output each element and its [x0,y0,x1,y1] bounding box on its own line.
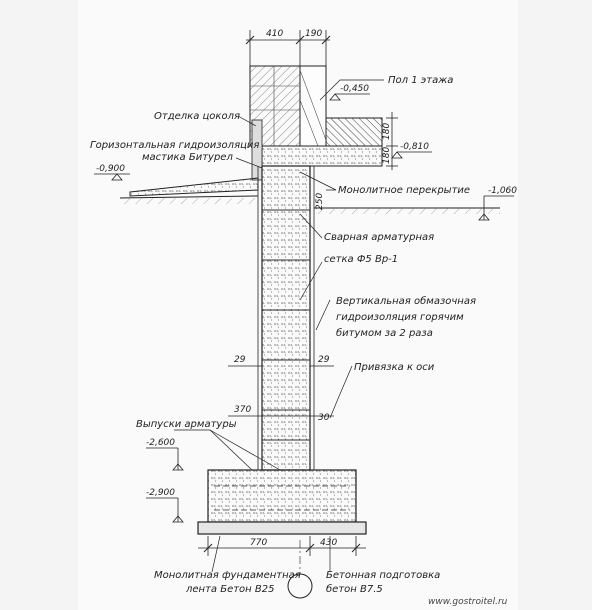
level-2600: -2,600 [146,438,184,471]
bottom-dimension: 770 430 [198,536,366,556]
monolithic-slab [261,145,383,167]
axis-marker [287,573,313,599]
concrete-bedding [197,521,367,535]
dim-30: 30 [318,413,330,423]
label-vertical-waterproofing-1: Вертикальная обмазочная [336,295,476,307]
ground-right [314,207,500,214]
label-bedding-2: бетон В7.5 [326,583,383,595]
label-footing-1: Монолитная фундаментная [154,570,301,581]
dim-180-upper: 180 [382,123,392,140]
label-vertical-waterproofing-2: гидроизоляция горячим [336,312,464,323]
label-footing-2: лента Бетон В25 [185,584,274,595]
dim-right-vertical: 180 180 250 [315,112,398,210]
footing [207,469,357,523]
dim-410: 410 [266,29,283,39]
floor-insulation [325,117,383,147]
label-horizontal-waterproofing-1: Горизонтальная гидроизоляция [90,140,259,151]
level-0900: -0,900 [94,164,130,181]
dim-250: 250 [315,193,325,210]
label-vertical-waterproofing-3: битумом за 2 раза [336,327,433,339]
level-label-1060: -1,060 [488,186,517,196]
label-bedding-1: Бетонная подготовка [326,570,440,581]
upper-wall [249,65,327,147]
watermark: www.gostroitel.ru [428,597,508,607]
dim-29-left: 29 [234,355,246,365]
level-label-2900: -2,900 [146,488,175,498]
label-welded-mesh-2: сетка Ф5 Вр-1 [324,254,398,265]
dim-430: 430 [320,538,337,548]
wall-dimensions: 29 29 370 30 [228,355,334,423]
level-label-2600: -2,600 [146,438,175,448]
dim-770: 770 [250,538,267,548]
label-horizontal-waterproofing-2: мастика Битурел [142,152,233,163]
level-2900: -2,900 [146,488,184,523]
dim-180-lower: 180 [382,147,392,164]
dim-29-right: 29 [318,355,330,365]
label-monolithic-slab: Монолитное перекрытие [338,185,470,196]
leader-lines [174,79,384,573]
label-welded-mesh-1: Сварная арматурная [324,232,434,243]
foundation-wall [257,165,315,471]
blind-area [119,177,259,204]
dim-190: 190 [305,29,322,39]
label-plinth-finish: Отделка цоколя [154,111,240,122]
level-label-0810: -0,810 [400,142,429,152]
level-1060: -1,060 [478,186,517,221]
top-dimension: 410 190 [245,29,331,66]
label-floor-first: Пол 1 этажа [388,75,453,86]
level-label-0900: -0,900 [96,164,125,174]
dim-370: 370 [234,405,251,415]
label-axis-binding: Привязка к оси [354,362,435,373]
label-rebar-outlets: Выпуски арматуры [136,419,237,430]
level-0450: -0,450 [329,84,370,101]
level-0810: -0,810 [391,142,432,159]
level-label-0450: -0,450 [340,84,369,94]
